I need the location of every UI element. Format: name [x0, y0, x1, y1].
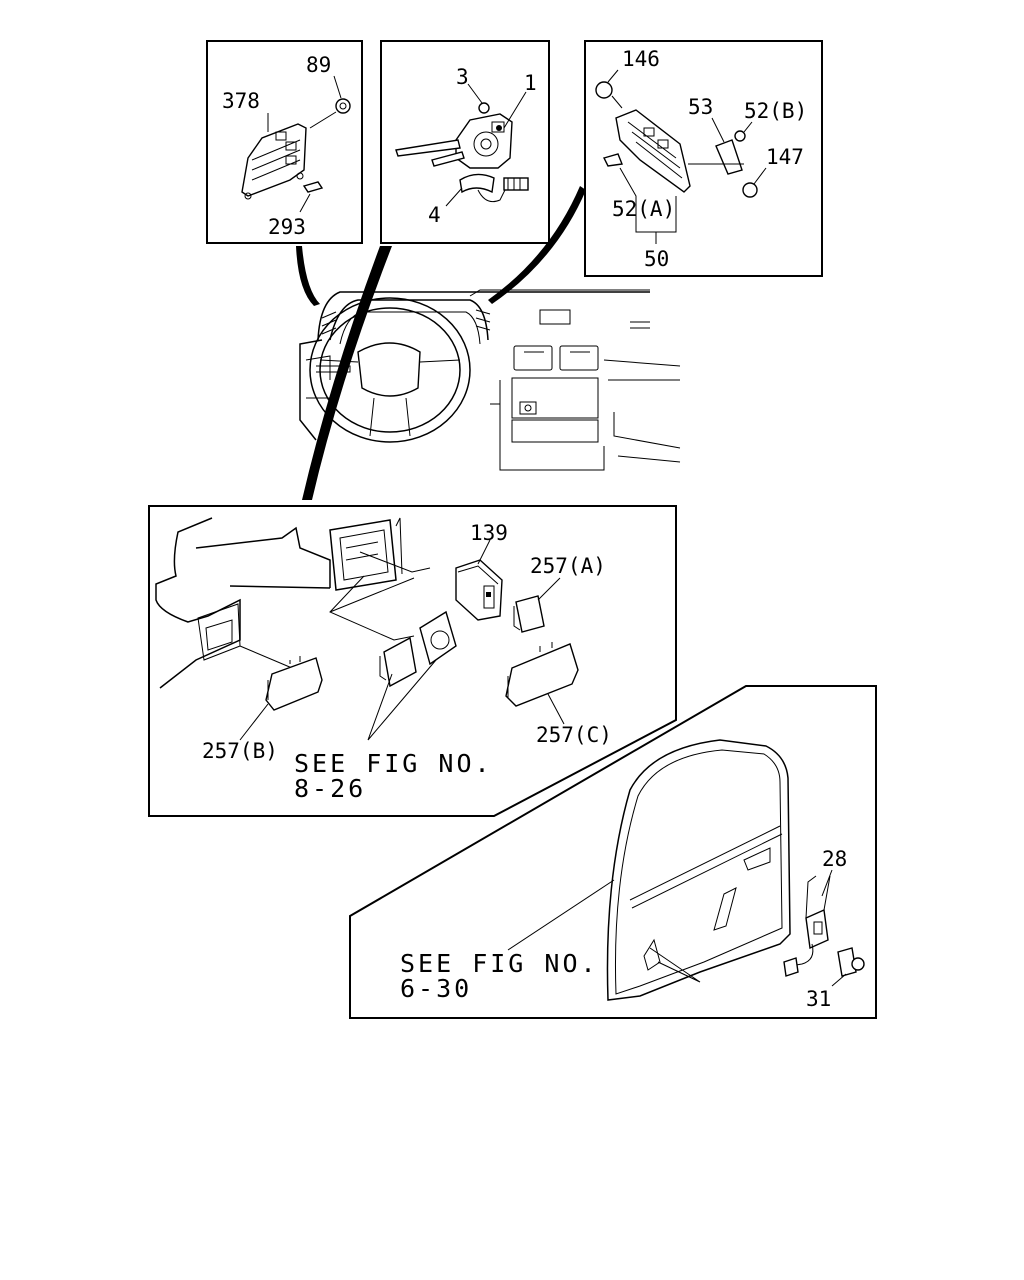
note-see-fig-8-26-line2: 8-26: [294, 774, 366, 803]
label-293: 293: [268, 215, 306, 239]
note-see-fig-6-30-line1: SEE FIG NO.: [400, 949, 599, 978]
note-see-fig-6-30-line2: 6-30: [400, 974, 472, 1003]
part-146-screw: [595, 69, 623, 109]
part-4-clamp: [459, 173, 529, 203]
part-50-switch-housing: [615, 109, 691, 193]
label-89: 89: [306, 53, 331, 77]
dashboard-overview: [299, 289, 681, 471]
part-89-screw: [309, 98, 351, 129]
part-257a-blank-cover: [513, 577, 561, 633]
label-3: 3: [456, 65, 469, 89]
part-31-screw: [831, 947, 865, 987]
part-378-switch-panel: [241, 123, 307, 200]
part-257c-blank-cover: [505, 642, 579, 725]
label-257a: 257(A): [530, 554, 606, 578]
note-see-fig-8-26-line1: SEE FIG NO.: [294, 749, 493, 778]
label-52a: 52(A): [612, 197, 675, 221]
label-50: 50: [644, 247, 669, 271]
label-4: 4: [428, 203, 441, 227]
label-257c: 257(C): [536, 723, 612, 747]
label-147: 147: [766, 145, 804, 169]
part-257b-blank-cover: [239, 656, 323, 741]
label-53: 53: [688, 95, 713, 119]
label-257b: 257(B): [202, 739, 278, 763]
callout-wedges: [296, 186, 586, 500]
part-293-clip: [302, 181, 324, 193]
part-28-door-switch: [783, 869, 833, 977]
detail-panel-door: 28 31 SEE FIG NO. 6-30: [349, 685, 877, 1019]
label-31: 31: [806, 987, 831, 1011]
detail-box-switch-assembly: 146 53 52(B) 147 52(A) 50: [584, 40, 823, 277]
part-52b-clip: [734, 121, 753, 142]
part-147-nut: [688, 163, 767, 198]
part-52a-clip: [602, 153, 623, 167]
detail-panel-lower-dash: 139 257(A) 257(B) 257(C) SEE FIG NO. 8-2…: [148, 505, 677, 817]
label-28: 28: [822, 847, 847, 871]
label-146: 146: [622, 47, 660, 71]
part-1-combination-switch: [395, 113, 513, 169]
label-52b: 52(B): [744, 99, 807, 123]
part-3-screw: [467, 83, 490, 114]
part-53-bracket: [711, 117, 743, 175]
label-1: 1: [524, 71, 537, 95]
detail-box-switch-panel: 89 378 293: [206, 40, 363, 244]
label-378: 378: [222, 89, 260, 113]
part-139-switch: [455, 539, 503, 621]
detail-box-combination-switch: 3 1 4: [380, 40, 550, 244]
label-139: 139: [470, 521, 508, 545]
